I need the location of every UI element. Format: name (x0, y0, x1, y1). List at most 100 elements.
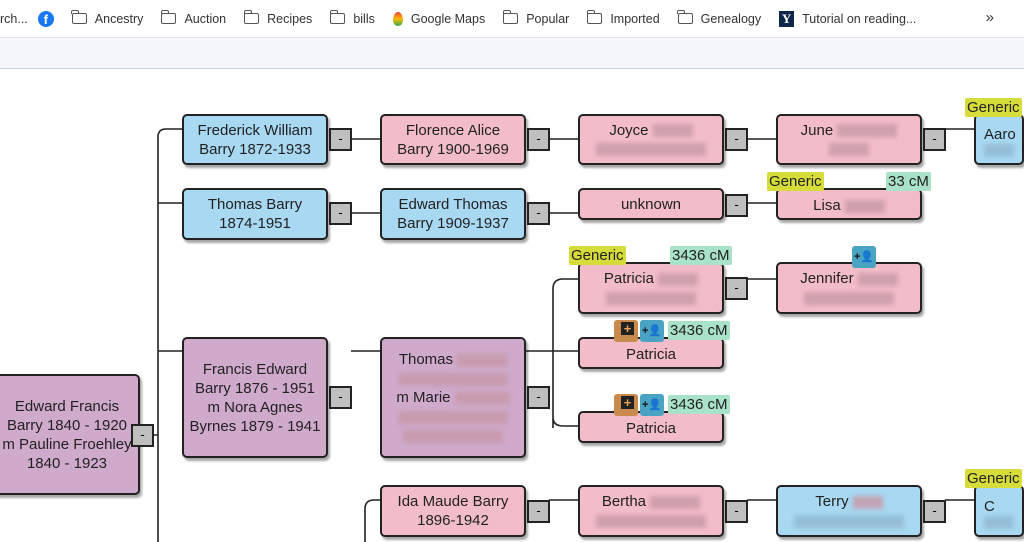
node-spouse-dates: 1840 - 1923 (26, 454, 108, 472)
node-name: Bertha (601, 493, 647, 510)
collapse-button[interactable]: - (725, 128, 748, 151)
generic-badge: Generic (965, 469, 1022, 488)
redacted-text (650, 495, 701, 509)
collapse-button[interactable]: - (725, 500, 748, 523)
collapse-button[interactable]: - (329, 128, 352, 151)
add-tree-icon[interactable] (614, 320, 638, 342)
facebook-icon: f (37, 10, 54, 27)
collapse-button[interactable]: - (725, 277, 748, 300)
redacted-text (658, 272, 699, 286)
bookmark-truncated[interactable]: rch... (0, 11, 28, 26)
more-bookmarks-button[interactable]: » (985, 9, 994, 26)
node-name: June (800, 121, 834, 139)
generic-badge: Generic (965, 98, 1022, 117)
node-spouse: m Pauline Froehley (2, 435, 132, 453)
collapse-button[interactable]: - (527, 202, 550, 225)
bookmark-imported[interactable]: Imported (586, 10, 660, 26)
bookmark-bills[interactable]: bills (329, 10, 375, 26)
redacted-text (457, 353, 508, 367)
collapse-button[interactable]: - (329, 386, 352, 409)
bookmark-auction[interactable]: Auction (160, 10, 226, 26)
folder-icon (160, 10, 177, 24)
redacted-text (857, 272, 898, 286)
node-name: Edward Thomas (398, 196, 508, 213)
redacted-text (403, 429, 503, 443)
collapse-button[interactable]: - (527, 500, 550, 523)
redacted-text (794, 514, 904, 528)
folder-icon (677, 10, 693, 24)
node-aaro[interactable]: Aaro (974, 114, 1024, 165)
bookmark-label: Recipes (267, 11, 313, 26)
add-tree-icon[interactable] (614, 394, 638, 416)
collapse-button[interactable]: - (527, 386, 550, 409)
collapse-button[interactable]: - (923, 128, 946, 151)
bookmark-label: Google Maps (410, 11, 486, 26)
node-dates: Barry 1876 - 1951 (194, 379, 316, 397)
bookmarks-bar: rch... f Ancestry Auction Recipes bills … (0, 0, 1024, 37)
bookmark-ancestry[interactable]: Ancestry (71, 10, 144, 26)
node-name: Florence Alice (405, 121, 501, 139)
node-spouse: m Nora Agnes (207, 398, 303, 416)
redacted-text (844, 199, 885, 213)
node-name: Patricia (603, 270, 654, 287)
node-lisa[interactable]: Lisa (776, 188, 922, 220)
node-dates: Barry 1909-1937 (397, 215, 509, 232)
redacted-text (454, 391, 510, 405)
redacted-text (829, 143, 869, 157)
redacted-text (984, 144, 1014, 157)
add-person-icon[interactable]: +👤 (852, 246, 876, 268)
bookmark-popular[interactable]: Popular (502, 10, 569, 26)
collapse-button[interactable]: - (923, 500, 946, 523)
node-unknown[interactable]: unknown (578, 188, 724, 220)
node-dates: Barry 1840 - 1920 (6, 416, 128, 434)
collapse-button[interactable]: - (527, 128, 550, 151)
bookmark-label: bills (353, 11, 375, 26)
bookmark-facebook[interactable]: f (37, 10, 54, 27)
add-person-icon[interactable]: +👤 (640, 394, 664, 416)
node-june[interactable]: June (776, 114, 922, 165)
node-name: Jennifer (800, 270, 854, 287)
collapse-button[interactable]: - (725, 194, 748, 217)
node-terry[interactable]: Terry (776, 485, 922, 537)
node-c[interactable]: C (974, 485, 1024, 537)
bookmark-label: Genealogy (700, 11, 762, 26)
node-joyce[interactable]: Joyce (578, 114, 724, 165)
redacted-text (398, 372, 508, 386)
collapse-button[interactable]: - (131, 424, 154, 447)
node-thomas-spouse-marie[interactable]: Thomas m Marie (380, 337, 526, 458)
bookmark-genealogy[interactable]: Genealogy (677, 10, 762, 26)
node-spouse-dates: Byrnes 1879 - 1941 (189, 417, 321, 435)
bookmark-label: Imported (610, 11, 660, 26)
yale-icon: Y (779, 10, 795, 27)
node-bertha[interactable]: Bertha (578, 485, 724, 537)
redacted-text (652, 124, 693, 138)
generic-badge: Generic (767, 172, 824, 191)
node-name: unknown (620, 195, 682, 213)
node-dates: Barry 1872-1933 (199, 140, 311, 158)
tree-connectors (153, 128, 974, 542)
node-patricia-1[interactable]: Patricia (578, 262, 724, 314)
node-dates: 1874-1951 (219, 215, 291, 232)
folder-icon (502, 10, 519, 24)
folder-icon (243, 10, 260, 24)
redacted-text (804, 291, 894, 305)
add-person-icon[interactable]: +👤 (640, 320, 664, 342)
node-jennifer[interactable]: Jennifer (776, 262, 922, 314)
bookmark-label: Ancestry (94, 11, 144, 26)
node-dates: 1896-1942 (417, 512, 489, 529)
cm-badge: 3436 cM (668, 395, 730, 414)
bookmark-recipes[interactable]: Recipes (243, 10, 313, 26)
collapse-button[interactable]: - (329, 202, 352, 225)
node-name: Thomas (398, 351, 453, 368)
folder-icon (329, 10, 346, 24)
bookmark-google-maps[interactable]: Google Maps (392, 11, 486, 26)
